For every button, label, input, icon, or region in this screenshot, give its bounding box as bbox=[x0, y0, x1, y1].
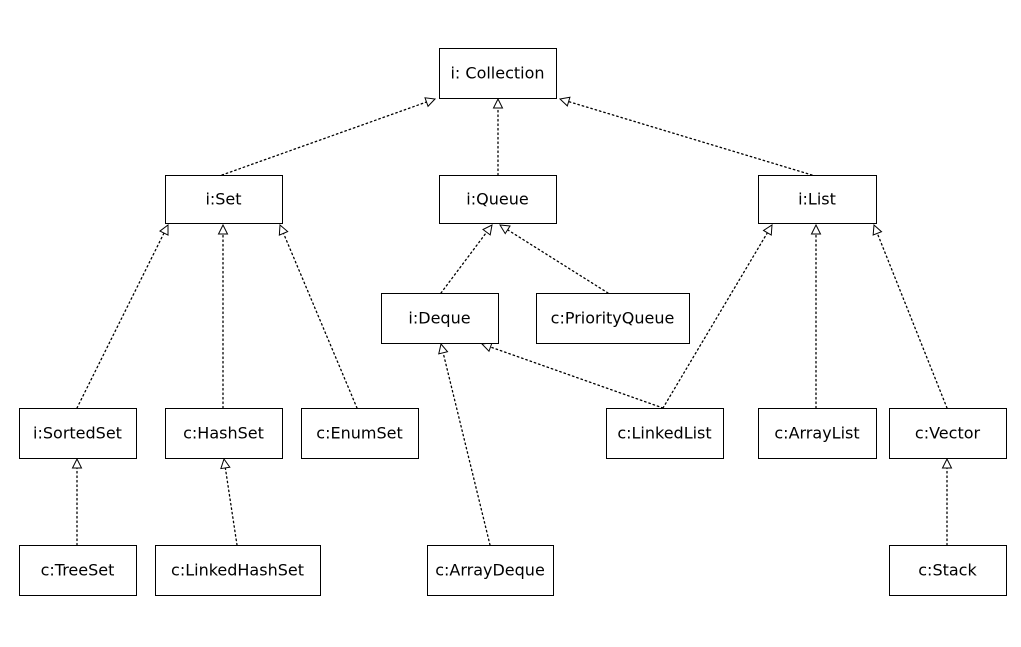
dotted-inheritance-line bbox=[567, 100, 813, 176]
node-label: c:ArrayList bbox=[774, 424, 859, 443]
dotted-inheritance-line bbox=[221, 101, 428, 176]
dotted-inheritance-line bbox=[76, 232, 165, 409]
edge-deque-to-queue bbox=[440, 224, 493, 294]
dotted-inheritance-line bbox=[489, 346, 664, 409]
edge-stack-to-vector bbox=[941, 457, 953, 546]
node-linkedlist: c:LinkedList bbox=[606, 408, 724, 459]
node-arraylist: c:ArrayList bbox=[758, 408, 877, 459]
node-queue: i:Queue bbox=[439, 175, 557, 224]
node-deque: i:Deque bbox=[381, 293, 499, 344]
node-list: i:List bbox=[758, 175, 877, 224]
edge-treeset-to-sortedset bbox=[71, 457, 83, 546]
node-enumset: c:EnumSet bbox=[301, 408, 419, 459]
nodes-layer: i: Collection i:Set i:Queue i:List i:Deque c:… bbox=[19, 48, 1007, 596]
node-label: c:ArrayDeque bbox=[435, 561, 545, 580]
node-set: i:Set bbox=[165, 175, 283, 224]
node-box bbox=[19, 545, 137, 596]
dotted-inheritance-line bbox=[440, 231, 488, 294]
hollow-arrowhead-icon bbox=[480, 342, 493, 353]
node-label: i:Queue bbox=[466, 190, 528, 209]
node-linkedhashset: c:LinkedHashSet bbox=[155, 545, 321, 596]
edge-hashset-to-set bbox=[217, 223, 229, 409]
node-treeset: c:TreeSet bbox=[19, 545, 137, 596]
edge-enumset-to-set bbox=[278, 223, 358, 409]
node-vector: c:Vector bbox=[889, 408, 1007, 459]
hollow-arrowhead-icon bbox=[492, 97, 504, 109]
node-box bbox=[155, 545, 321, 596]
node-box bbox=[165, 175, 283, 224]
node-box bbox=[536, 293, 690, 344]
node-label: i:List bbox=[798, 190, 836, 209]
node-box bbox=[165, 408, 283, 459]
hollow-arrowhead-icon bbox=[872, 223, 883, 236]
node-arraydeque: c:ArrayDeque bbox=[427, 545, 554, 596]
hollow-arrowhead-icon bbox=[810, 223, 822, 235]
node-box bbox=[301, 408, 419, 459]
hollow-arrowhead-icon bbox=[278, 223, 289, 236]
hollow-arrowhead-icon bbox=[159, 223, 169, 236]
node-box bbox=[889, 545, 1007, 596]
node-label: i: Collection bbox=[450, 64, 544, 83]
hollow-arrowhead-icon bbox=[762, 224, 773, 236]
node-box bbox=[889, 408, 1007, 459]
node-label: c:HashSet bbox=[183, 424, 264, 443]
node-stack: c:Stack bbox=[889, 545, 1007, 596]
node-label: c:Vector bbox=[915, 424, 981, 443]
node-label: i:Set bbox=[205, 190, 241, 209]
node-box bbox=[758, 175, 877, 224]
node-label: c:Stack bbox=[918, 561, 977, 580]
dotted-inheritance-line bbox=[282, 232, 358, 409]
hollow-arrowhead-icon bbox=[217, 223, 229, 235]
edge-linkedlist-to-list bbox=[662, 224, 773, 409]
edge-list-to-collection bbox=[558, 96, 813, 176]
dotted-inheritance-line bbox=[876, 232, 948, 409]
node-box bbox=[758, 408, 877, 459]
edges-layer bbox=[71, 96, 953, 546]
edge-linkedhashset-to-hashset bbox=[220, 457, 238, 546]
hollow-arrowhead-icon bbox=[220, 457, 231, 470]
node-box bbox=[606, 408, 724, 459]
hollow-arrowhead-icon bbox=[71, 457, 83, 469]
dotted-inheritance-line bbox=[442, 352, 491, 546]
edge-priorityqueue-to-queue bbox=[499, 224, 609, 294]
node-hashset: c:HashSet bbox=[165, 408, 283, 459]
node-box bbox=[381, 293, 499, 344]
hollow-arrowhead-icon bbox=[424, 97, 437, 108]
edge-sortedset-to-set bbox=[76, 223, 169, 409]
node-collection: i: Collection bbox=[439, 48, 557, 99]
hollow-arrowhead-icon bbox=[438, 342, 449, 355]
node-label: c:TreeSet bbox=[41, 561, 115, 580]
node-box bbox=[427, 545, 554, 596]
dotted-inheritance-line bbox=[506, 229, 609, 294]
node-label: c:LinkedList bbox=[617, 424, 711, 443]
hollow-arrowhead-icon bbox=[941, 457, 953, 469]
node-priorityqueue: c:PriorityQueue bbox=[536, 293, 690, 344]
dotted-inheritance-line bbox=[224, 467, 238, 546]
node-sortedset: i:SortedSet bbox=[19, 408, 137, 459]
node-label: i:SortedSet bbox=[33, 424, 122, 443]
node-label: c:EnumSet bbox=[316, 424, 402, 443]
node-label: i:Deque bbox=[408, 309, 470, 328]
node-label: c:LinkedHashSet bbox=[171, 561, 304, 580]
node-box bbox=[439, 175, 557, 224]
edge-vector-to-list bbox=[872, 223, 948, 409]
node-label: c:PriorityQueue bbox=[551, 309, 675, 328]
edge-set-to-collection bbox=[221, 97, 437, 176]
edge-linkedlist-to-deque bbox=[480, 342, 664, 409]
edge-queue-to-collection bbox=[492, 97, 504, 176]
edge-arraydeque-to-deque bbox=[438, 342, 491, 546]
hollow-arrowhead-icon bbox=[499, 224, 511, 235]
node-box bbox=[439, 48, 557, 99]
node-box bbox=[19, 408, 137, 459]
hollow-arrowhead-icon bbox=[482, 224, 493, 236]
hollow-arrowhead-icon bbox=[558, 96, 571, 107]
edge-arraylist-to-list bbox=[810, 223, 822, 409]
